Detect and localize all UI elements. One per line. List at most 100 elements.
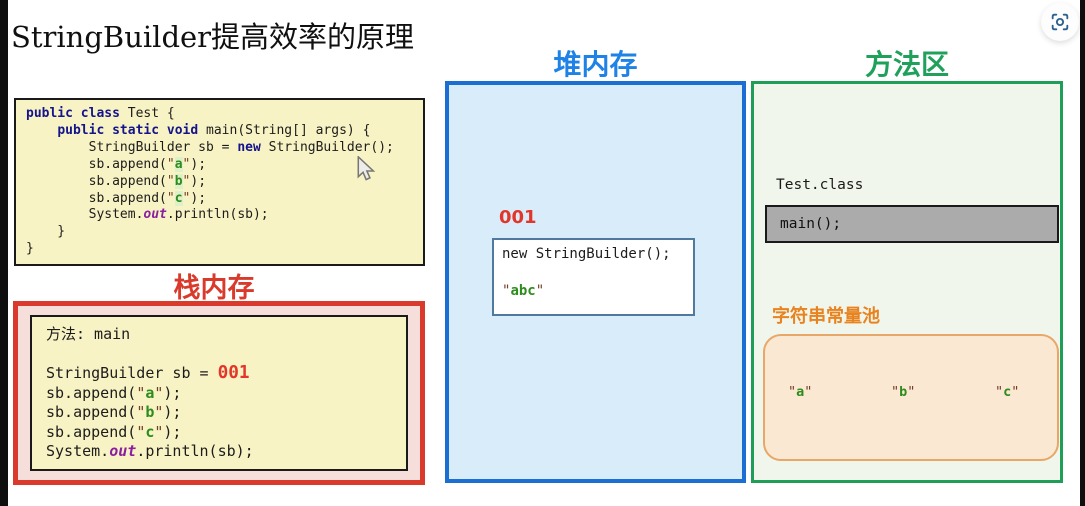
code-segment: new xyxy=(237,139,261,155)
code-segment: System. xyxy=(26,207,144,223)
code-segment: sb.append( xyxy=(46,383,137,402)
code-segment: ); xyxy=(190,156,207,172)
code-segment: abc xyxy=(510,283,536,299)
code-segment: sb.append( xyxy=(46,403,137,421)
code-segment: " xyxy=(182,190,191,206)
code-segment: StringBuilder(); xyxy=(260,139,394,155)
code-segment: main(String[] args) { xyxy=(206,122,371,138)
pool-literal-b: "b" xyxy=(891,384,915,400)
left-edge-bar xyxy=(0,0,8,506)
code-segment: " xyxy=(166,156,175,172)
code-line: 方法: main xyxy=(46,325,406,345)
code-segment: " xyxy=(891,384,900,400)
code-segment: " xyxy=(502,283,511,299)
screenshot-button[interactable] xyxy=(1041,3,1079,41)
code-segment: " xyxy=(154,383,164,402)
stack-memory-title: 栈内存 xyxy=(173,273,255,304)
code-segment: " xyxy=(995,384,1004,400)
code-segment: c xyxy=(174,190,183,206)
code-segment: " xyxy=(136,403,146,421)
code-line: StringBuilder sb = 001 xyxy=(46,363,406,384)
code-line xyxy=(46,345,406,365)
code-segment: c xyxy=(1003,384,1012,400)
mouse-cursor xyxy=(356,155,377,185)
code-segment: sb.append( xyxy=(46,422,137,441)
code-segment: out xyxy=(143,207,167,223)
class-name-label: Test.class xyxy=(776,177,864,193)
code-segment xyxy=(26,123,57,138)
pool-literal-c: "c" xyxy=(995,384,1019,400)
code-segment: " xyxy=(136,383,146,402)
main-method-box: main(); xyxy=(765,205,1059,243)
code-segment: sb.append( xyxy=(26,173,167,189)
code-line: } xyxy=(26,224,423,241)
code-line: } xyxy=(26,241,423,258)
code-segment: b xyxy=(174,173,183,189)
code-segment: StringBuilder sb = xyxy=(46,364,218,382)
string-constant-pool-title: 字符串常量池 xyxy=(772,306,880,327)
code-segment: b xyxy=(899,384,908,400)
code-segment: ); xyxy=(163,403,182,421)
code-line: new StringBuilder(); xyxy=(502,245,693,264)
code-line: sb.append("b"); xyxy=(26,173,423,191)
code-line xyxy=(502,264,693,283)
code-segment: a xyxy=(145,383,155,402)
code-segment: " xyxy=(1011,384,1020,400)
heap-object-address: 001 xyxy=(499,207,537,228)
code-line: sb.append("c"); xyxy=(46,423,406,443)
main-method-label: main(); xyxy=(780,216,842,232)
code-segment: " xyxy=(136,422,146,441)
code-segment: .println(sb); xyxy=(136,442,254,460)
code-segment: System. xyxy=(46,442,110,460)
code-segment: " xyxy=(535,283,545,299)
method-area-title: 方法区 xyxy=(864,48,949,81)
code-segment: StringBuilder sb = xyxy=(26,139,238,155)
code-segment: public class xyxy=(26,106,128,121)
code-segment: " xyxy=(907,384,916,400)
code-segment: } xyxy=(26,241,34,257)
code-segment: " xyxy=(788,384,797,400)
code-segment: " xyxy=(804,384,813,400)
code-segment: out xyxy=(109,442,137,460)
code-line: public class Test { xyxy=(26,106,423,123)
code-segment: " xyxy=(154,422,164,441)
code-segment: ); xyxy=(163,383,182,402)
code-segment: b xyxy=(145,403,155,421)
screenshot-capture-icon xyxy=(1049,11,1071,33)
code-segment: } xyxy=(26,224,66,240)
code-segment: " xyxy=(166,190,175,206)
code-line: "abc" xyxy=(502,282,693,301)
code-segment: public static void xyxy=(57,122,207,138)
code-segment: " xyxy=(182,156,191,172)
page-title: StringBuilder提高效率的原理 xyxy=(11,20,415,54)
java-source-code-block: public class Test { public static void m… xyxy=(14,98,425,266)
code-line: System.out.println(sb); xyxy=(46,442,406,462)
code-line: System.out.println(sb); xyxy=(26,207,423,224)
code-segment: .println(sb); xyxy=(166,207,269,223)
code-line: sb.append("a"); xyxy=(26,156,423,174)
heap-memory-title: 堆内存 xyxy=(553,48,638,81)
right-edge-bar xyxy=(1080,0,1085,506)
code-line: sb.append("a"); xyxy=(46,384,406,404)
pool-literal-a: "a" xyxy=(788,384,812,400)
code-segment: ); xyxy=(190,190,207,206)
string-constant-pool-box xyxy=(763,334,1059,461)
code-line: StringBuilder sb = new StringBuilder(); xyxy=(26,140,423,157)
code-segment: " xyxy=(154,403,164,421)
code-segment: ); xyxy=(190,173,207,189)
code-segment: Test { xyxy=(127,106,175,121)
code-segment: sb.append( xyxy=(26,156,167,172)
code-segment: new StringBuilder(); xyxy=(502,246,671,262)
code-segment: ); xyxy=(163,422,182,441)
code-line: sb.append("b"); xyxy=(46,403,406,423)
code-line: public static void main(String[] args) { xyxy=(26,123,423,140)
code-segment: c xyxy=(145,422,155,441)
code-segment: " xyxy=(166,173,175,189)
code-segment: a xyxy=(796,384,805,400)
code-segment: " xyxy=(182,173,191,189)
code-segment: sb.append( xyxy=(26,190,167,206)
code-line: sb.append("c"); xyxy=(26,190,423,208)
